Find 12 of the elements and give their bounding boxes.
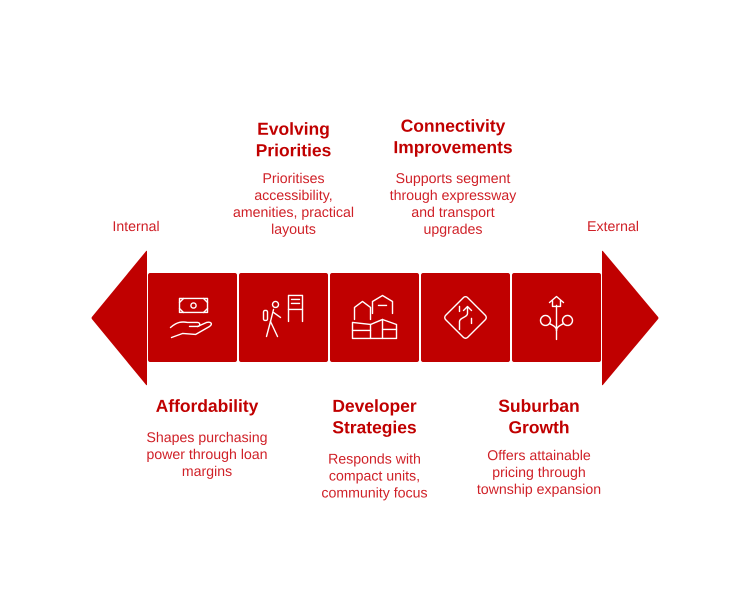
end-label: Internal (114, 220, 159, 232)
heading: Connectivity Improvements (394, 119, 512, 157)
end-label: External (588, 220, 638, 232)
description: Responds with compact units, community focus (322, 453, 428, 500)
heading: Affordability (156, 399, 258, 416)
description: Shapes purchasing power through loan margins (147, 432, 267, 479)
heading: Developer Strategies (332, 399, 416, 437)
heading: Evolving Priorities (256, 122, 331, 156)
heading: Suburban Growth (498, 399, 579, 434)
description: Supports segment through expressway and transport upgrades (390, 173, 516, 237)
description: Offers attainable pricing through township expansion (477, 450, 600, 497)
description: Prioritises accessibility, amenities, practical layouts (234, 172, 354, 237)
